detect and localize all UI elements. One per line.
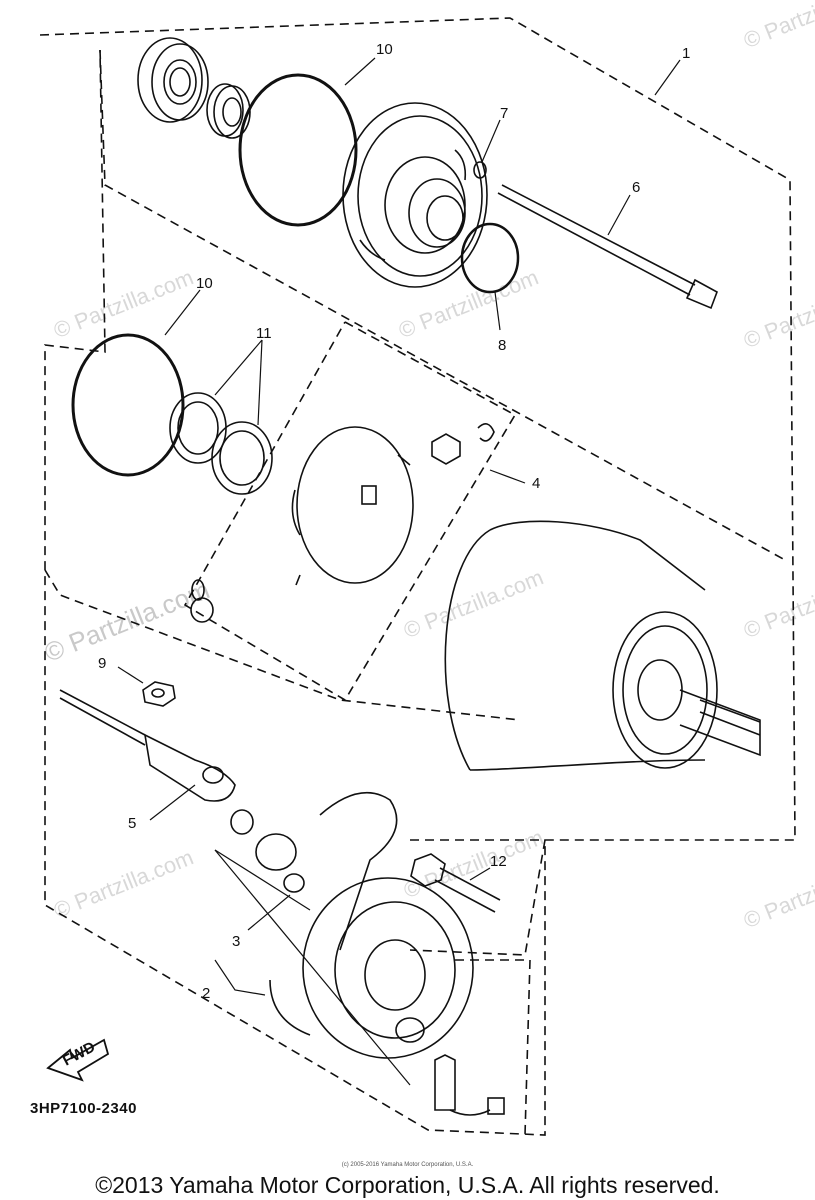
leader-lines bbox=[117, 57, 681, 1086]
callout-label: 3 bbox=[232, 933, 240, 950]
washer-7 bbox=[473, 161, 487, 179]
assembly-boundary bbox=[39, 17, 796, 1136]
small-copyright: (c) 2005-2016 Yamaha Motor Corporation, … bbox=[341, 1162, 474, 1168]
o-ring-10-top bbox=[238, 73, 358, 227]
washer-3b bbox=[255, 833, 297, 871]
callout-label: 7 bbox=[500, 105, 508, 122]
callout-label: 5 bbox=[128, 815, 136, 832]
nut-9 bbox=[142, 681, 176, 707]
o-ring-3 bbox=[283, 873, 305, 893]
washer-11b bbox=[211, 421, 273, 495]
callout-labels: 1 2 3 4 5 6 7 8 9 10 10 11 12 FWD bbox=[60, 41, 690, 1070]
brush-plate bbox=[291, 426, 414, 586]
bearing-large bbox=[137, 37, 209, 123]
small-ring bbox=[191, 579, 205, 601]
callout-label: 9 bbox=[98, 655, 106, 672]
o-ring-8 bbox=[460, 222, 520, 294]
o-ring-10-mid bbox=[71, 333, 185, 477]
copyright-notice: ©2013 Yamaha Motor Corporation, U.S.A. A… bbox=[95, 1172, 720, 1198]
front-cover bbox=[342, 102, 488, 288]
yoke bbox=[444, 520, 761, 771]
callout-label: 10 bbox=[376, 41, 393, 58]
callout-label: 10 bbox=[196, 275, 213, 292]
callout-label: 1 bbox=[682, 45, 690, 62]
bolt-12 bbox=[410, 853, 501, 913]
fwd-arrow bbox=[46, 1038, 110, 1082]
oil-seal bbox=[206, 83, 251, 139]
callout-label: 4 bbox=[532, 475, 540, 492]
callout-label: 6 bbox=[632, 179, 640, 196]
washer-3a bbox=[230, 809, 254, 835]
lead-wire-5 bbox=[59, 689, 236, 802]
brush-spring bbox=[431, 423, 495, 465]
callout-label: 11 bbox=[256, 325, 272, 342]
small-washer bbox=[190, 597, 214, 623]
part-code: 3HP7100-2340 bbox=[30, 1100, 137, 1117]
terminal bbox=[434, 1054, 505, 1116]
callout-label: 12 bbox=[490, 853, 507, 870]
rear-cover bbox=[269, 792, 474, 1059]
fwd-label: FWD bbox=[60, 1038, 98, 1069]
callout-label: 2 bbox=[202, 985, 210, 1002]
callout-label: 8 bbox=[498, 337, 506, 354]
bolt-6 bbox=[497, 184, 718, 310]
